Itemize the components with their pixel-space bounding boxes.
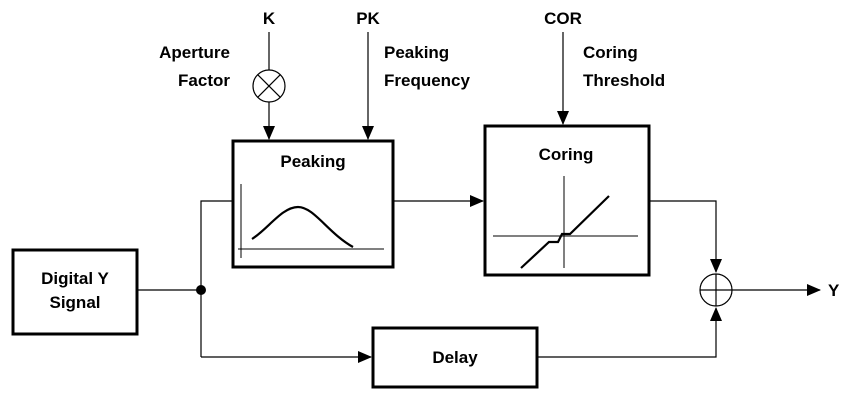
cor-label: COR [544,9,582,28]
source-label-2: Signal [49,293,100,312]
peaking-frequency-label-2: Frequency [384,71,471,90]
peaking-block [231,139,395,269]
k-label: K [263,9,276,28]
coring-to-sum-arrow [649,200,722,273]
aperture-label: Aperture [159,43,230,62]
summing-junction-icon [699,273,733,307]
peaking-title: Peaking [280,152,345,171]
junction-to-peaking-line [200,200,233,290]
coring-threshold-label-1: Coring [583,43,638,62]
delay-label: Delay [432,348,478,367]
digital-y-signal-block [11,248,139,336]
coring-transfer-graph [493,176,638,269]
source-label-1: Digital Y [41,269,109,288]
delay-to-sum-arrow [537,307,722,358]
peaking-frequency-label-1: Peaking [384,43,449,62]
multiplier-icon [252,69,286,103]
coring-threshold-label-2: Threshold [583,71,665,90]
peaking-response-graph [238,184,384,258]
factor-label: Factor [178,71,230,90]
pk-label: PK [356,9,380,28]
output-label: Y [828,281,840,300]
coring-title: Coring [539,145,594,164]
